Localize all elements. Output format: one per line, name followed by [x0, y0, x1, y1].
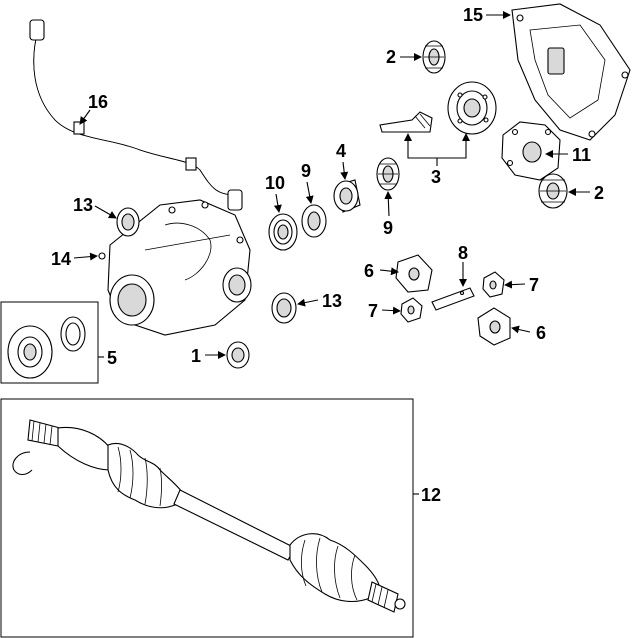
callout-14: 14	[51, 249, 71, 269]
callout-7-right: 7	[529, 275, 539, 295]
side-gear-upper-part[interactable]	[422, 40, 446, 74]
callout-8: 8	[458, 243, 468, 263]
callout-2-lower: 2	[594, 183, 604, 203]
callout-15: 15	[463, 5, 483, 25]
pinion-gear-lower-part[interactable]	[477, 307, 511, 346]
pinion-seal-part[interactable]	[226, 341, 250, 369]
cross-shaft-part[interactable]	[431, 287, 475, 311]
callout-13-right: 13	[322, 291, 342, 311]
bearing-9-lower-part[interactable]	[376, 157, 400, 191]
leader-lines	[73, 11, 590, 495]
thrust-washer-left-part[interactable]	[400, 297, 423, 323]
seal-right-part[interactable]	[271, 292, 297, 324]
cv-joint-kit-box	[0, 301, 99, 384]
callout-2-upper: 2	[386, 47, 396, 67]
differential-case-part[interactable]	[501, 121, 561, 181]
axle-shaft-box	[0, 398, 414, 638]
callout-9-lower: 9	[383, 218, 393, 238]
callout-3: 3	[431, 167, 441, 187]
callout-12: 12	[421, 485, 441, 505]
callout-13-left: 13	[73, 195, 93, 215]
axle-shaft-part[interactable]	[27, 419, 406, 613]
callout-labels: 2 15 16 13 14 10 9 4 3 9 11 2 13 1 6 8 7…	[51, 5, 604, 505]
ring-pinion-gear-part[interactable]	[379, 81, 497, 135]
callout-6-lower: 6	[536, 323, 546, 343]
carrier-housing-part[interactable]	[98, 199, 252, 336]
seal-left-part[interactable]	[116, 207, 140, 237]
callout-9-upper: 9	[301, 161, 311, 181]
bearing-9-upper-part[interactable]	[301, 204, 327, 238]
callout-4: 4	[336, 141, 346, 161]
callout-7-left: 7	[368, 301, 378, 321]
pinion-gear-upper-part[interactable]	[395, 254, 433, 293]
callout-1: 1	[191, 346, 201, 366]
carrier-cover-part[interactable]	[511, 3, 631, 141]
side-gear-lower-part[interactable]	[538, 173, 568, 209]
callout-11: 11	[572, 145, 591, 165]
cv-joint-part[interactable]	[7, 316, 86, 379]
callout-5: 5	[107, 348, 117, 368]
thrust-washer-right-part[interactable]	[482, 271, 505, 298]
bearing-10-part[interactable]	[268, 213, 298, 251]
callout-10: 10	[265, 173, 285, 193]
circlip-part[interactable]	[12, 451, 33, 476]
callout-16: 16	[88, 92, 108, 112]
callout-6-upper: 6	[364, 261, 374, 281]
spacer-part[interactable]	[333, 179, 361, 213]
sensor-wire-part[interactable]	[29, 19, 243, 211]
